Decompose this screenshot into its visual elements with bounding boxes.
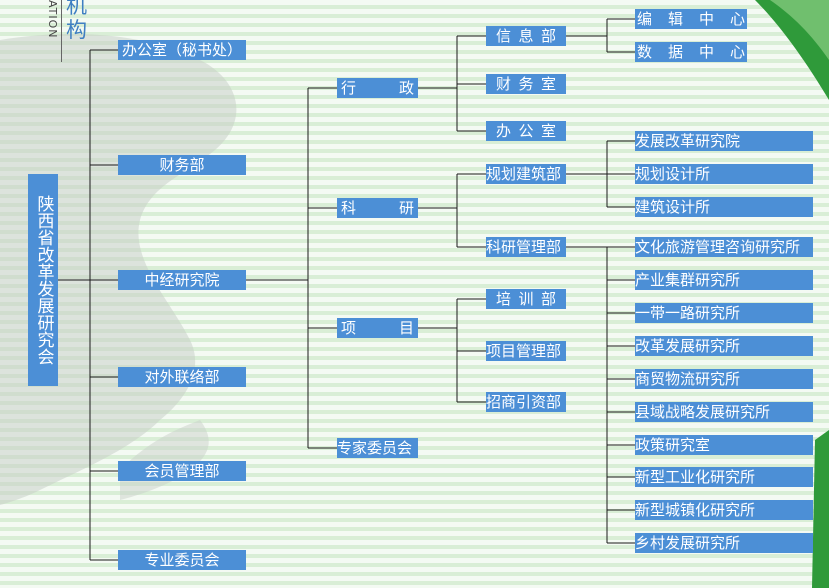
node-research-management: 科研管理部 bbox=[486, 237, 566, 257]
node-external-liaison: 对外联络部 bbox=[118, 367, 246, 387]
node-finance-dept: 财务部 bbox=[118, 155, 246, 175]
node-zhongjing-institute: 中经研究院 bbox=[118, 270, 246, 290]
accent-corner-highlight bbox=[770, 0, 829, 60]
node-research: 科 研 bbox=[337, 198, 418, 218]
node-editing-center-char: 辑 bbox=[667, 10, 683, 28]
node-data-center-char: 据 bbox=[667, 43, 683, 61]
accent-edge-strip bbox=[812, 430, 829, 588]
node-administration-char: 政 bbox=[398, 79, 414, 97]
header-title: 机构 bbox=[66, 0, 87, 42]
node-info-dept: 信 息 部 bbox=[486, 26, 566, 46]
node-general-office-char: 室 bbox=[540, 122, 556, 140]
node-policy-research-office: 政策研究室 bbox=[635, 435, 813, 455]
watermark-map-shape bbox=[0, 34, 237, 506]
node-expert-committee: 专家委员会 bbox=[337, 438, 418, 458]
node-data-center: 数 据 中 心 bbox=[635, 42, 747, 62]
node-training-dept-char: 培 bbox=[496, 290, 512, 308]
node-project-management: 项目管理部 bbox=[486, 341, 566, 361]
node-project-char: 目 bbox=[398, 319, 414, 337]
node-new-industrialization-institute: 新型工业化研究所 bbox=[635, 467, 813, 487]
node-new-urbanization-institute: 新型城镇化研究所 bbox=[635, 500, 813, 520]
node-finance-office-char: 务 bbox=[518, 75, 534, 93]
node-general-office-char: 公 bbox=[518, 122, 534, 140]
node-rural-development-institute: 乡村发展研究所 bbox=[635, 533, 813, 553]
node-finance-office: 财 务 室 bbox=[486, 74, 566, 94]
node-reform-development-institute: 改革发展研究所 bbox=[635, 336, 813, 356]
node-administration-char: 行 bbox=[341, 79, 357, 97]
node-info-dept-char: 部 bbox=[540, 27, 556, 45]
node-special-committee: 专业委员会 bbox=[118, 550, 246, 570]
node-planning-architecture: 规划建筑部 bbox=[486, 164, 566, 184]
node-editing-center-char: 编 bbox=[637, 10, 653, 28]
node-research-char: 研 bbox=[398, 199, 414, 217]
node-investment-promotion: 招商引资部 bbox=[486, 392, 566, 412]
node-data-center-char: 数 bbox=[637, 43, 653, 61]
header-subtitle: ATION bbox=[46, 0, 59, 39]
node-info-dept-char: 息 bbox=[518, 27, 534, 45]
node-research-char: 科 bbox=[341, 199, 357, 217]
node-belt-road-institute: 一带一路研究所 bbox=[635, 303, 813, 323]
node-info-dept-char: 信 bbox=[496, 27, 512, 45]
node-member-management: 会员管理部 bbox=[118, 461, 246, 481]
node-editing-center: 编 辑 中 心 bbox=[635, 9, 747, 29]
node-administration: 行 政 bbox=[337, 78, 418, 98]
node-development-reform-institute: 发展改革研究院 bbox=[635, 131, 813, 151]
node-data-center-char: 中 bbox=[698, 43, 714, 61]
node-data-center-char: 心 bbox=[729, 43, 745, 61]
node-training-dept-char: 部 bbox=[540, 290, 556, 308]
node-editing-center-char: 中 bbox=[698, 10, 714, 28]
node-culture-tourism-institute: 文化旅游管理咨询研究所 bbox=[635, 237, 813, 257]
node-office-secretariat: 办公室（秘书处） bbox=[118, 40, 246, 60]
node-general-office: 办 公 室 bbox=[486, 121, 566, 141]
node-county-strategy-institute: 县域战略发展研究所 bbox=[635, 402, 813, 422]
node-industry-cluster-institute: 产业集群研究所 bbox=[635, 270, 813, 290]
node-training-dept: 培 训 部 bbox=[486, 289, 566, 309]
root-node: 陕西省改革发展研究会 bbox=[28, 174, 58, 386]
node-general-office-char: 办 bbox=[496, 122, 512, 140]
node-finance-office-char: 财 bbox=[496, 75, 512, 93]
node-architecture-design-institute: 建筑设计所 bbox=[635, 197, 813, 217]
node-trade-logistics-institute: 商贸物流研究所 bbox=[635, 369, 813, 389]
header-divider bbox=[61, 0, 62, 62]
node-project-char: 项 bbox=[341, 319, 357, 337]
node-training-dept-char: 训 bbox=[518, 290, 534, 308]
node-planning-design-institute: 规划设计所 bbox=[635, 164, 813, 184]
node-finance-office-char: 室 bbox=[540, 75, 556, 93]
node-editing-center-char: 心 bbox=[729, 10, 745, 28]
node-project: 项 目 bbox=[337, 318, 418, 338]
